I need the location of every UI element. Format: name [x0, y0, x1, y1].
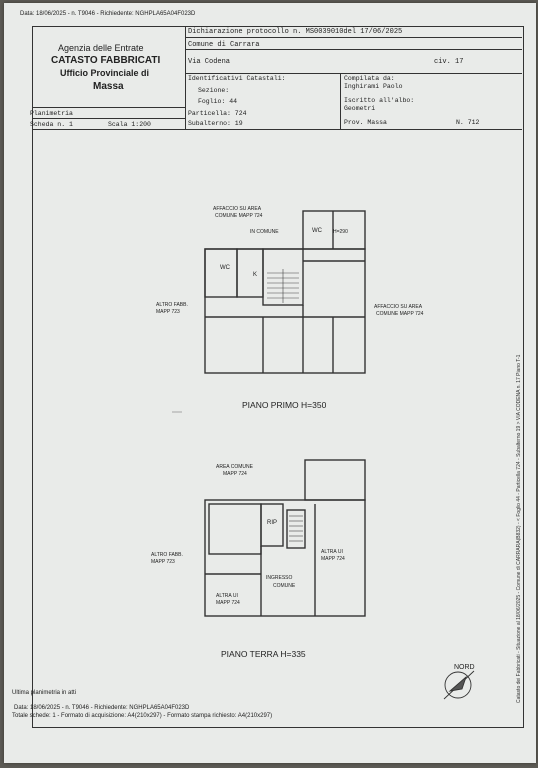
- ripostiglio: [260, 503, 284, 547]
- agency-city: Massa: [93, 81, 124, 92]
- street-address: Via Codena: [188, 58, 231, 66]
- ingresso: INGRESSO: [266, 575, 293, 581]
- piano-terra-title: PIANO TERRA H=335: [221, 649, 306, 659]
- floor-plans-drawing: [172, 210, 475, 700]
- header-divider: [340, 73, 341, 129]
- civic-number: civ. 17: [434, 58, 464, 66]
- iscritto-albo: Iscritto all'albo:: [344, 97, 415, 104]
- header-rule: [185, 49, 522, 50]
- planimetria-label: Planimetria: [30, 110, 73, 117]
- agency-name: Agenzia delle Entrate: [58, 43, 144, 53]
- area-comune-annex: [304, 459, 366, 501]
- sezione: Sezione:: [198, 87, 230, 94]
- identificativi-title: Identificativi Catastali:: [188, 75, 286, 82]
- ground-floor-outline: [204, 499, 366, 617]
- mapp-723: MAPP 723: [156, 309, 180, 315]
- header-rule: [185, 73, 522, 74]
- affaccio-top: AFFACCIO SU AREA: [213, 206, 262, 212]
- nord-label: NORD: [454, 664, 475, 671]
- first-floor-stairs: [267, 269, 299, 303]
- wc-left-room: [204, 248, 238, 298]
- ground-floor-stairs: [289, 515, 303, 542]
- ingresso-comune: COMUNE: [273, 583, 296, 589]
- header-rule: [32, 129, 522, 130]
- mapp-724-top: MAPP 724: [223, 471, 247, 477]
- ground-stair: [286, 509, 306, 549]
- footer-totale: Totale schede: 1 - Formato di acquisizio…: [12, 713, 273, 719]
- mapp-724-right: MAPP 724: [321, 556, 345, 562]
- compilata-name: Inghirami Paolo: [344, 83, 403, 90]
- stair-landing: [262, 248, 304, 306]
- piano-primo-title: PIANO PRIMO H=350: [242, 400, 327, 410]
- wc-left: WC: [220, 265, 230, 271]
- in-comune: IN COMUNE: [250, 229, 279, 235]
- albo-name: Geometri: [344, 105, 376, 112]
- mapp-723-ground: MAPP 723: [151, 559, 175, 565]
- document-page: Data: 18/06/2025 - n. T9046 - Richiedent…: [4, 3, 536, 763]
- ultima-planimetria: Ultima planimetria in atti: [12, 690, 77, 696]
- altra-ui-left: ALTRA UI: [216, 593, 238, 599]
- foglio: Foglio: 44: [198, 98, 238, 105]
- side-caption: Catasto dei Fabbricati - Situazione al 1…: [516, 354, 522, 703]
- protocol-number: Dichiarazione protocollo n. MS0039010del…: [188, 28, 403, 36]
- altro-fabb-ground: ALTRO FABB.: [151, 552, 183, 558]
- altro-fabb: ALTRO FABB.: [156, 302, 188, 308]
- albo-number: N. 712: [456, 119, 480, 126]
- comune-name: Comune di Carrara: [188, 41, 260, 49]
- piano-primo-plan: [204, 210, 366, 374]
- altra-ui-right: ALTRA UI: [321, 549, 343, 555]
- agency-ufficio: Ufficio Provinciale di: [60, 68, 150, 78]
- header-divider: [185, 26, 186, 129]
- compilata-title: Compilata da:: [344, 75, 395, 82]
- subalterno: Subalterno: 19: [188, 120, 243, 127]
- kitchen-room: [236, 248, 264, 298]
- ripostiglio-label: RIP: [267, 520, 278, 526]
- ground-room-left: [208, 503, 262, 555]
- first-floor-wc-annex: [302, 210, 366, 250]
- provincia: Prov. Massa: [344, 119, 387, 126]
- affaccio-right: AFFACCIO SU AREA: [374, 304, 423, 310]
- agency-catasto: CATASTO FABBRICATI: [51, 55, 161, 66]
- particella: Particella: 724: [188, 110, 247, 117]
- scala: Scala 1:200: [108, 121, 151, 128]
- scheda-number: Scheda n. 1: [30, 121, 73, 128]
- form-frame: [32, 26, 524, 728]
- footer-data: Data: 18/06/2025 - n. T9046 - Richiedent…: [14, 705, 190, 711]
- comune-right: COMUNE MAPP 724: [376, 311, 424, 317]
- top-stamp: Data: 18/06/2025 - n. T9046 - Richiedent…: [20, 11, 196, 17]
- mapp-724-left: MAPP 724: [216, 600, 240, 606]
- header-rule: [185, 37, 522, 38]
- piano-terra-plan: [204, 459, 366, 617]
- nord-arrow-icon: [443, 670, 475, 700]
- header-rule: [32, 118, 185, 119]
- height-290: H=290: [333, 229, 348, 235]
- wc-right: WC: [312, 228, 322, 234]
- comune-top: COMUNE MAPP 724: [215, 213, 263, 219]
- kitchen-k: K: [253, 272, 258, 278]
- header-rule: [32, 107, 185, 108]
- area-comune: AREA COMUNE: [216, 464, 253, 470]
